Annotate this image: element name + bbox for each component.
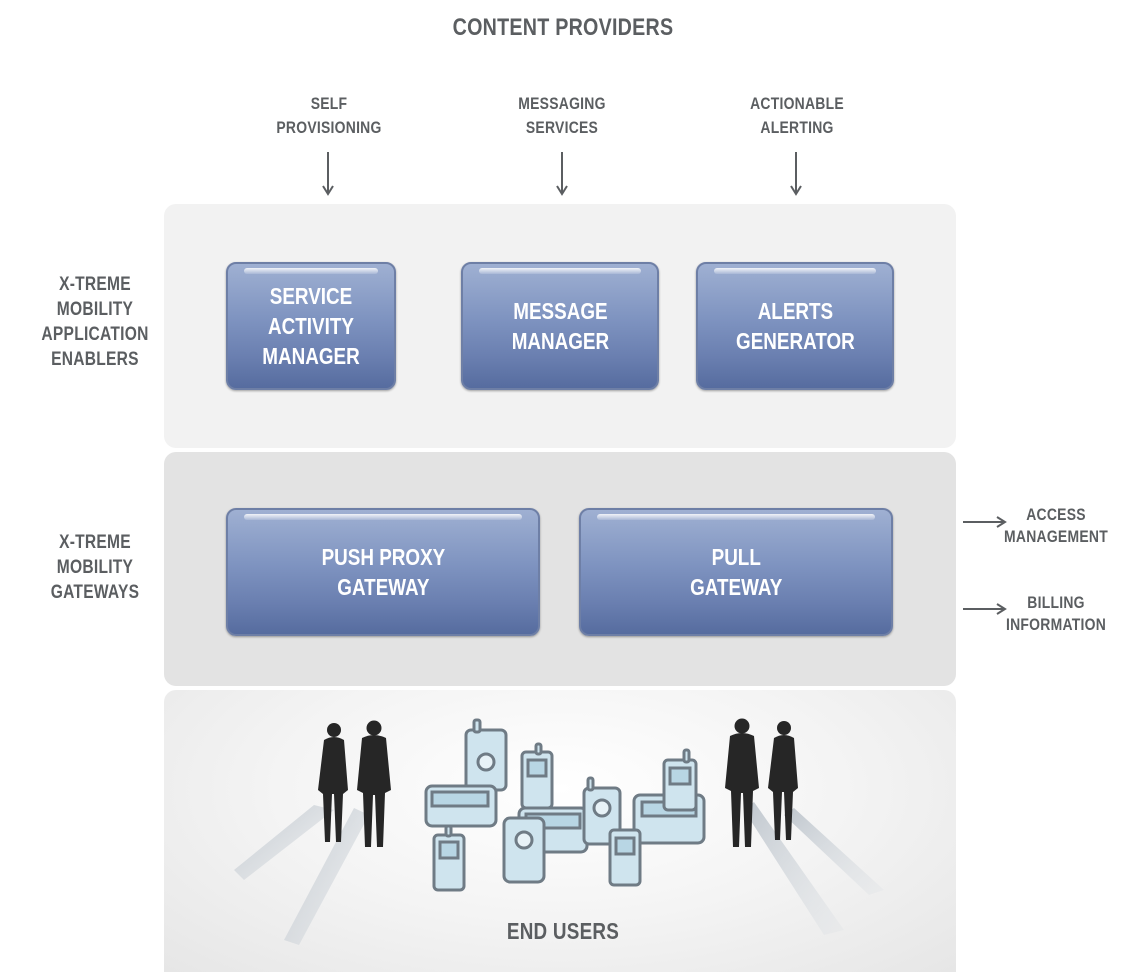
arrow-down-icon [322,152,334,196]
input-label-line1: SELF [310,94,348,113]
diagram-title: CONTENT PROVIDERS [452,14,674,41]
person-icon [725,718,759,847]
layer-label-line: MOBILITY [56,299,134,320]
box-label: ALERTS GENERATOR [735,298,855,354]
output-label-line1: ACCESS [1026,505,1086,524]
mobile-device-icon [608,828,642,887]
push-proxy-gateway-box: PUSH PROXY GATEWAY [226,508,540,636]
service-activity-manager-box: SERVICE ACTIVITY MANAGER [226,262,396,390]
arrow-down-icon [790,152,802,196]
alerts-generator-box: ALERTS GENERATOR [696,262,894,390]
message-manager-box: MESSAGE MANAGER [461,262,659,390]
mobile-device-icon [502,816,546,884]
input-self-provisioning: SELF PROVISIONING [247,92,411,140]
input-label-line1: MESSAGING [518,94,606,113]
shadow-right [744,802,884,935]
box-label: PULL GATEWAY [689,544,783,600]
arrow-right-icon [963,603,1007,615]
input-label-line2: PROVISIONING [276,118,382,137]
box-label: PUSH PROXY GATEWAY [321,544,445,600]
box-label: SERVICE ACTIVITY MANAGER [262,283,360,369]
mobile-device-icon [520,742,554,810]
pull-gateway-box: PULL GATEWAY [579,508,893,636]
gateways-layer-label: X-TREME MOBILITY GATEWAYS [29,530,160,605]
input-label-line1: ACTIONABLE [750,94,844,113]
arrow-right-icon [963,516,1007,528]
mobile-device-icon [424,784,498,828]
output-billing-information: BILLING INFORMATION [999,592,1114,636]
person-icon [357,720,391,847]
layer-label-line: ENABLERS [51,349,139,370]
output-access-management: ACCESS MANAGEMENT [999,504,1114,548]
person-icon [318,723,348,842]
layer-label-line: X-TREME [59,532,131,553]
box-label: MESSAGE MANAGER [511,298,609,354]
layer-label-line: MOBILITY [56,557,134,578]
input-label-line2: ALERTING [760,118,834,137]
arrow-down-icon [556,152,568,196]
layer-label-line: APPLICATION [41,324,149,345]
mobile-device-icon [432,824,466,892]
output-label-line2: INFORMATION [1005,615,1107,634]
input-actionable-alerting: ACTIONABLE ALERTING [715,92,879,140]
output-label-line2: MANAGEMENT [1004,527,1108,546]
input-messaging-services: MESSAGING SERVICES [480,92,644,140]
mobile-device-icon [464,718,508,792]
enablers-layer-label: X-TREME MOBILITY APPLICATION ENABLERS [29,272,160,372]
end-users-illustration [234,718,884,945]
person-icon [768,721,798,840]
end-users-label: END USERS [506,918,620,944]
layer-label-line: GATEWAYS [50,582,140,603]
mobile-device-icon [662,748,698,812]
shadow-left [234,805,369,945]
layer-label-line: X-TREME [59,274,131,295]
output-label-line1: BILLING [1027,593,1085,612]
input-label-line2: SERVICES [525,118,599,137]
